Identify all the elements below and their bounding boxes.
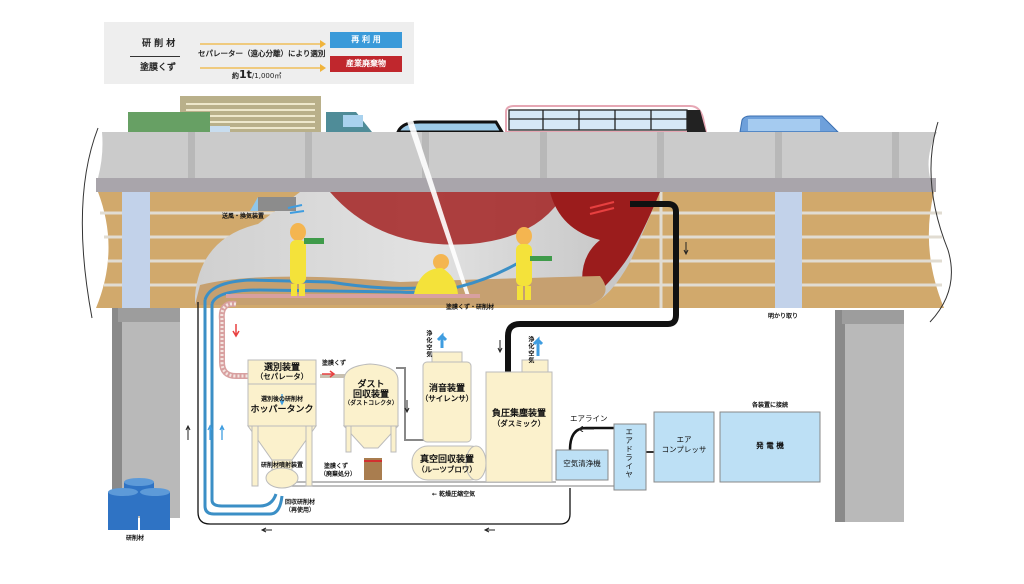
legend-debris-label: 塗膜くず — [140, 63, 177, 73]
compressor-line2: コンプレッサ — [661, 445, 707, 454]
separator-subtitle: （セパレータ） — [255, 372, 309, 381]
air-line-arrow-icon — [578, 426, 594, 432]
dry-air-label: ← 乾燥圧縮空気 — [432, 491, 476, 498]
vehicle-green-truck — [128, 112, 230, 134]
debris-bucket-title: 塗膜くず — [324, 463, 349, 470]
legend-divider — [130, 56, 180, 57]
worker-figure — [414, 254, 458, 294]
legend-amount-prefix: 約 — [232, 72, 239, 80]
separator-title: 選別装置 — [263, 363, 301, 373]
legend-separator-text: セパレーター（遠心分離）により選別 — [198, 49, 326, 58]
purified-air-label: 浄化空気 — [424, 330, 432, 358]
debris-bucket-subtitle: （廃棄処分） — [320, 471, 357, 478]
vehicle-bus — [505, 105, 708, 133]
vacuum-subtitle: （ルーツブロワ） — [417, 465, 477, 474]
silencer-subtitle: （サイレンサ） — [420, 394, 474, 403]
dust-collector-title1: ダスト — [357, 380, 385, 390]
dust-collector-subtitle: （ダストコレクタ） — [344, 400, 398, 407]
air-line-label: エアライン — [570, 414, 608, 423]
debris-flow-label: 塗膜くず — [322, 360, 347, 367]
compressor-line1: エア — [676, 435, 692, 444]
worker-figure — [290, 223, 324, 296]
purified-air-label: 浄化空気 — [526, 336, 534, 364]
air-cleaner-box — [555, 449, 609, 481]
dust-mic-title: 負圧集塵装置 — [491, 409, 547, 419]
blast-unit-label: 研削材噴射装置 — [260, 462, 304, 469]
debris-material-label: 塗膜くず・研削材 — [446, 304, 495, 311]
dust-collector-unit — [342, 363, 400, 453]
drums-label: 研削材 — [126, 535, 145, 542]
vehicle-van — [739, 115, 840, 133]
vacuum-title: 真空回収装置 — [419, 455, 475, 465]
legend-amount: 約1t/1,000㎡ — [232, 68, 281, 81]
legend-material-label: 研 削 材 — [142, 39, 176, 49]
legend-pointer-beam — [393, 80, 470, 296]
generator-note: 各装置に接続 — [751, 402, 789, 409]
silencer-title: 消音装置 — [428, 384, 466, 394]
generator-label: 発 電 機 — [756, 441, 784, 450]
air-dryer-label: エアドライヤ — [624, 428, 634, 479]
compressor-box — [653, 411, 715, 483]
debris-flow-arrow-icon — [232, 324, 240, 338]
purified-air-arrow-icon — [532, 336, 544, 356]
recovered-material-title: 回収研削材 — [284, 499, 316, 506]
legend-panel: 研 削 材 塗膜くず セパレーター（遠心分離）により選別 約1t/1,000㎡ … — [104, 22, 414, 84]
ventilation-outlet — [250, 197, 258, 211]
airflow-icon — [287, 204, 305, 214]
separator-unit — [247, 359, 317, 489]
purified-air-arrow-icon — [436, 332, 448, 348]
air-dryer-box — [613, 423, 647, 491]
waste-badge: 産業廃棄物 — [330, 56, 402, 72]
abrasive-drums — [108, 478, 170, 530]
silencer-unit — [422, 351, 472, 443]
generator-box — [719, 411, 821, 483]
hose-lines — [197, 201, 679, 525]
debris-flow-arrow-icon — [322, 370, 336, 378]
debris-bucket — [364, 458, 382, 480]
hopper-caption: 選別後の研削材 — [260, 396, 304, 403]
hopper-title: ホッパータンク — [250, 405, 314, 415]
skylight-label: 明かり取り — [768, 313, 799, 320]
air-cleaner-label: 空気清浄機 — [563, 459, 601, 468]
worker-figure — [516, 227, 552, 300]
reuse-badge: 再 利 用 — [330, 32, 402, 48]
recovered-material-subtitle: （再使用） — [284, 507, 316, 514]
legend-amount-value: 1t — [239, 68, 252, 81]
pier-right — [835, 310, 904, 522]
recirculation-arrow-icons — [207, 394, 285, 440]
dust-collector-title2: 回収装置 — [352, 390, 390, 400]
flow-arrow-icons — [185, 242, 689, 533]
ventilation-label: 送風・換気装置 — [222, 213, 265, 220]
dust-mic-unit — [485, 359, 553, 483]
bridge-deck — [96, 132, 937, 192]
legend-arrows — [200, 40, 326, 72]
exhaust-arrow-icon — [589, 201, 615, 215]
legend-amount-suffix: /1,000㎡ — [251, 72, 282, 80]
ventilation-unit — [258, 197, 296, 211]
dust-mic-subtitle: （ダスミック） — [492, 419, 546, 428]
